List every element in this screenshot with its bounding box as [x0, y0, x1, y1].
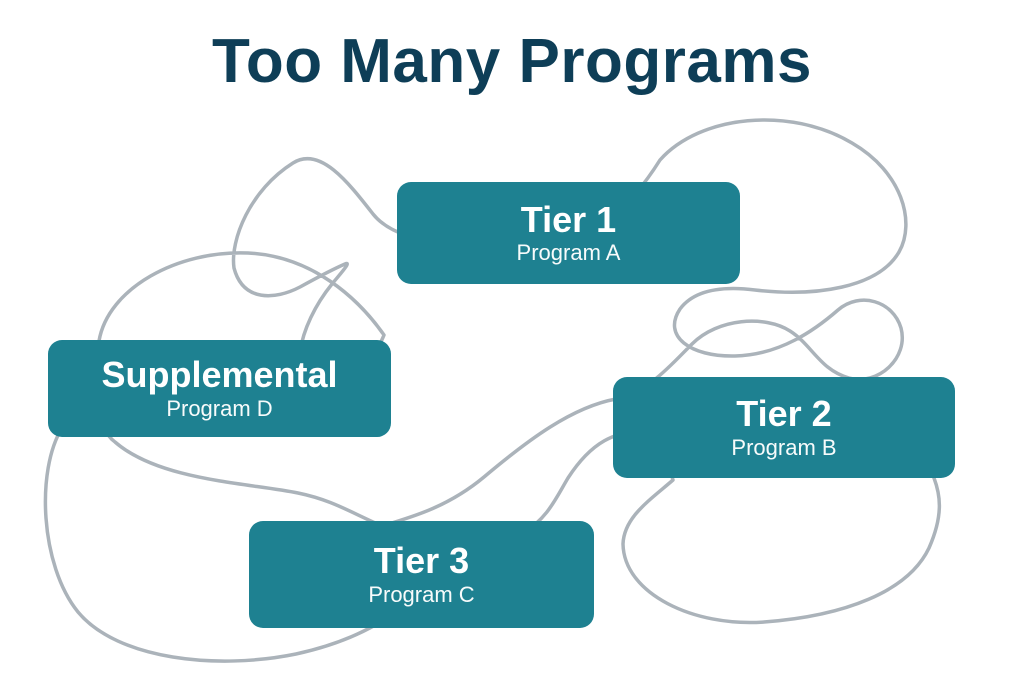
node-tier-2-sublabel: Program B: [731, 434, 837, 460]
node-tier-1-label: Tier 1: [520, 198, 617, 240]
node-tier-2-label: Tier 2: [736, 393, 832, 434]
node-supplemental-label: Supplemental: [101, 354, 338, 395]
node-tier-3: Tier 3 Program C: [249, 521, 594, 628]
page-title: Too Many Programs: [212, 27, 812, 96]
node-tier-2: Tier 2 Program B: [613, 377, 955, 478]
node-supplemental: Supplemental Program D: [48, 340, 391, 437]
node-tier-3-sublabel: Program C: [368, 581, 475, 607]
node-tier-1: Tier 1 Program A: [397, 182, 740, 284]
node-supplemental-sublabel: Program D: [166, 395, 273, 421]
node-tier-1-sublabel: Program A: [516, 240, 621, 266]
node-tier-3-label: Tier 3: [373, 540, 470, 581]
